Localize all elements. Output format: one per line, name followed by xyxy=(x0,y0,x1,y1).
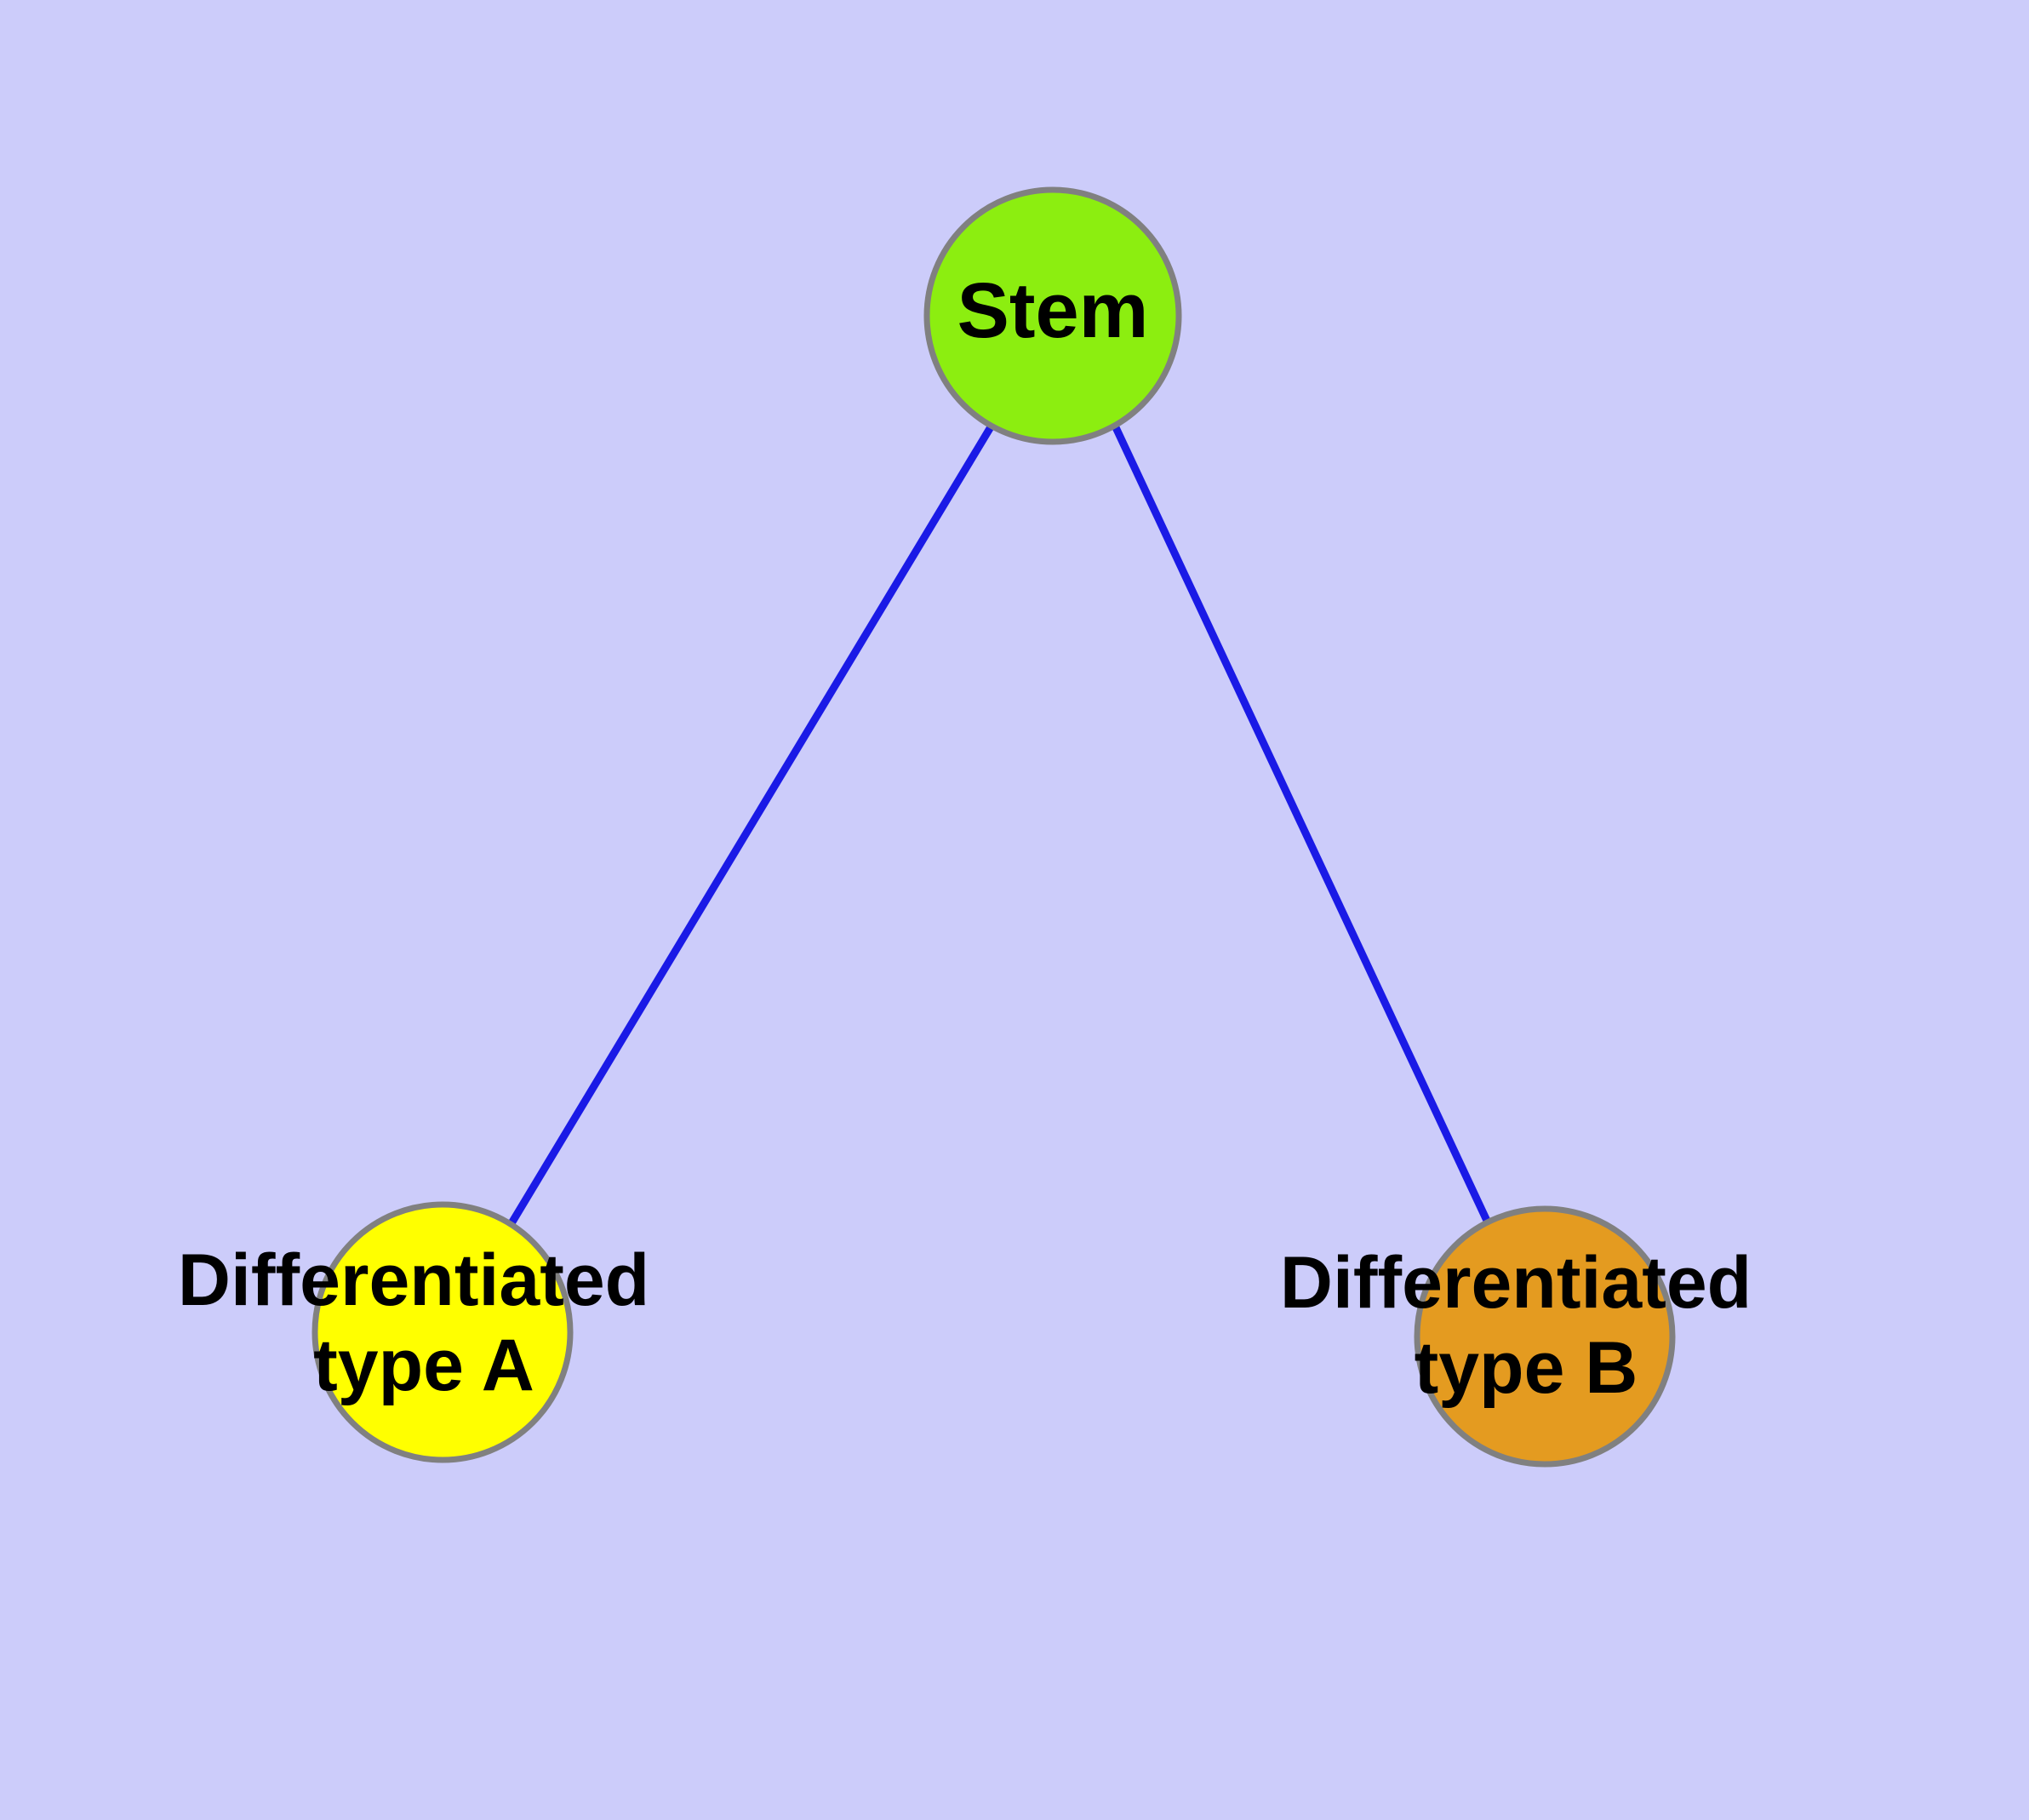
node-diff-a-label: Differentiated type A xyxy=(178,1239,670,1406)
node-diff-a-label-line-2: type A xyxy=(313,1325,534,1406)
edge-stem-to-diff-b xyxy=(1111,424,1492,1224)
node-diff-a-circle[interactable] xyxy=(311,1201,574,1463)
node-diff-b-label-line-1: Differentiated xyxy=(1280,1242,1752,1324)
node-diff-a-label-line-1: Differentiated xyxy=(178,1239,649,1321)
edge-stem-to-diff-a xyxy=(508,423,995,1226)
node-diff-b[interactable]: Differentiated type B xyxy=(1280,1205,1772,1468)
node-stem-label-line-1: Stem xyxy=(957,267,1149,354)
node-stem-label: Stem xyxy=(957,267,1149,354)
node-diff-b-label: Differentiated type B xyxy=(1280,1242,1772,1409)
node-stem[interactable]: Stem xyxy=(923,186,1182,445)
node-layer: Stem Differentiated type A Differentiate… xyxy=(178,186,1772,1468)
node-diff-b-circle[interactable] xyxy=(1414,1205,1676,1468)
node-stem-circle[interactable] xyxy=(923,186,1182,445)
edge-layer xyxy=(508,423,1492,1226)
node-diff-b-label-line-2: type B xyxy=(1415,1327,1638,1409)
node-diff-a[interactable]: Differentiated type A xyxy=(178,1201,670,1463)
